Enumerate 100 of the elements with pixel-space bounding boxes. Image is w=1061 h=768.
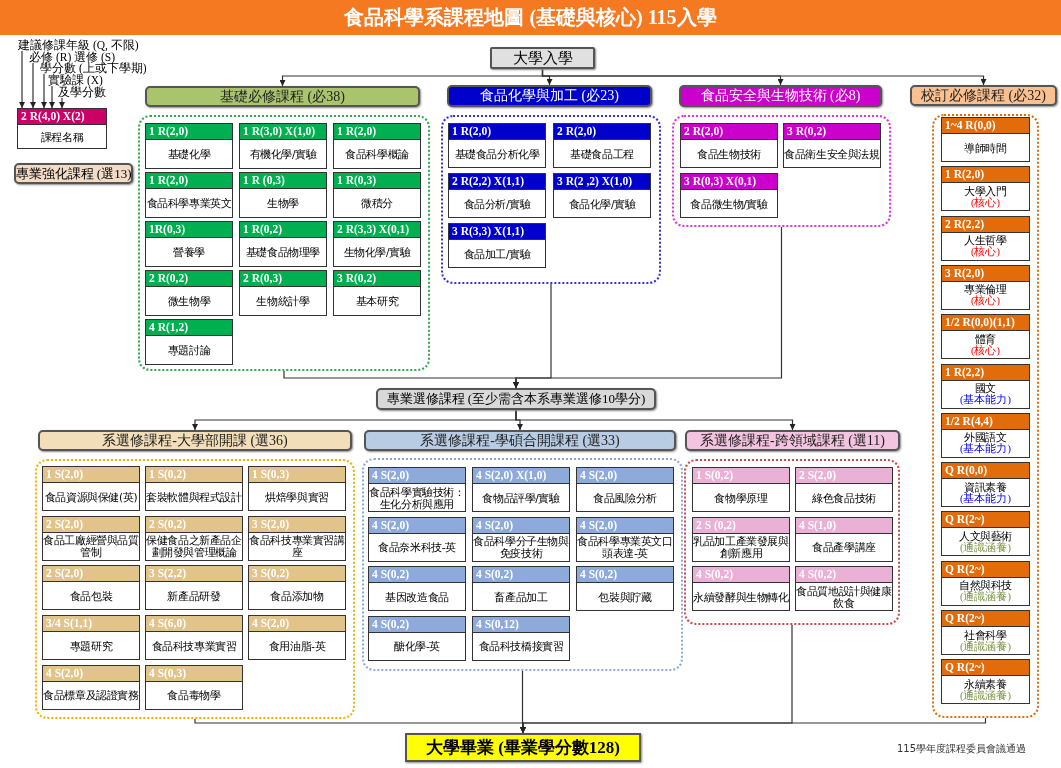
course-code-header: 2 S (0,2) — [693, 517, 789, 534]
course-code-header: 4 S(2,0) X(1,0) — [473, 468, 569, 484]
course-code-header: 2 R(2,0) — [554, 124, 650, 140]
course-name: 畜產品加工 — [494, 590, 548, 603]
course-card — [680, 123, 778, 168]
course-code-header: 1 S(0,2) — [693, 468, 789, 484]
course-code-header: 4 S(0,2) — [693, 567, 789, 583]
course-code-header: 3 R(0,3) X(0,1) — [681, 174, 777, 190]
course-card — [795, 516, 893, 562]
annotation-text: 必修 (R) 選修 (S) — [29, 51, 115, 63]
course-code-header: 1/2 R(0,0)(1,1) — [942, 315, 1029, 332]
course-card — [248, 515, 346, 561]
course-name: 永續素養 — [964, 677, 1007, 690]
course-name: 醣化學-英 — [394, 640, 440, 652]
connector-arrow — [30, 62, 36, 109]
course-code-header: 4 S(2,0) — [43, 665, 139, 682]
course-name: 基礎食品物理學 — [245, 246, 321, 258]
course-category-tag: (通識涵養) — [960, 640, 1011, 653]
course-card — [576, 516, 674, 562]
course-card — [42, 466, 140, 511]
course-name: 食品科技橋接實習 — [478, 640, 564, 652]
course-name: 基本研究 — [355, 295, 399, 307]
course-name: 食品科學概論 — [345, 148, 409, 160]
course-card — [448, 173, 546, 218]
group-heading: 基礎必修課程 (必38) — [145, 86, 420, 107]
course-name: 自然與科技 — [959, 579, 1012, 592]
course-card — [680, 173, 778, 218]
course-card — [145, 172, 233, 218]
course-code-header: 1 R(2,0) — [334, 124, 420, 140]
course-code-header: Q R(2~) — [942, 660, 1029, 677]
course-code-header: 3 S(0,2) — [249, 566, 345, 583]
course-name: 保健食品之新產品企劃開發與管理概論 — [146, 534, 242, 559]
course-card — [17, 108, 107, 149]
course-card — [145, 466, 243, 511]
course-code-header: Q R(0,0) — [942, 463, 1029, 480]
course-code-header: 4 S(0,2) — [796, 567, 892, 583]
course-card — [448, 223, 546, 268]
course-category-tag: (基本能力) — [960, 394, 1011, 406]
course-code-header: 2 R(3,3) X(0,1) — [334, 222, 420, 238]
annotation-text: 及學分數 — [58, 86, 106, 98]
course-code-header: 4 S(6,0) — [146, 616, 242, 633]
course-category-tag: (核心) — [971, 196, 1000, 209]
course-name: 食品衛生安全與法規 — [784, 147, 880, 160]
connector-arrow — [541, 68, 987, 86]
course-code-header: 4 S(2,0) — [473, 517, 569, 534]
course-code-header: Q R(2~) — [942, 512, 1029, 529]
course-code-header: Q R(2~) — [942, 611, 1029, 627]
course-name: 食品標章及認證實務 — [43, 689, 139, 702]
course-category-tag: (核心) — [971, 344, 1000, 357]
course-name: 食品科學專業英文 — [146, 197, 232, 209]
course-code-header: 4 S(0,3) — [146, 665, 242, 682]
connector-arrow — [520, 717, 987, 734]
course-name: 體育 — [974, 332, 997, 345]
course-card — [333, 270, 421, 316]
course-name: 永續發酵與生物轉化 — [693, 590, 789, 603]
course-code-header: 3 S(2,2) — [146, 566, 242, 583]
course-card — [145, 319, 233, 365]
course-card — [368, 467, 466, 512]
course-code-header: 2 S(2,0) — [43, 566, 139, 583]
course-name: 食品奈米科技-英 — [378, 541, 456, 553]
course-name: 食物學原理 — [714, 491, 768, 504]
course-card — [42, 615, 140, 661]
course-name: 微積分 — [361, 197, 393, 209]
course-category-tag: (核心) — [971, 295, 1000, 308]
course-name: 生物化學/實驗 — [343, 246, 411, 258]
course-category-tag: (通識涵養) — [960, 689, 1011, 702]
course-code-header: 4 S(2,0) — [577, 517, 673, 534]
approval-note: 115學年度課程委員會議通過 — [897, 742, 1027, 756]
course-name: 基礎化學 — [167, 148, 211, 160]
course-name: 基礎食品分析化學 — [454, 147, 540, 160]
course-name: 導師時間 — [964, 141, 1007, 154]
connector-arrow — [49, 85, 55, 109]
course-card — [941, 610, 1030, 655]
course-card — [248, 565, 346, 611]
course-card — [941, 462, 1030, 508]
course-name: 食品生物技術 — [697, 147, 761, 160]
course-card — [239, 221, 327, 267]
course-card — [368, 566, 466, 611]
course-code-header: 1~4 R(0,0) — [942, 118, 1029, 134]
connector-arrow — [513, 226, 783, 389]
course-name: 專題研究 — [69, 639, 113, 652]
course-code-header: 4 S(0,2) — [577, 567, 673, 583]
course-name: 微生物學 — [167, 295, 211, 307]
course-name: 食品風險分析 — [593, 491, 657, 504]
course-code-header: 3 R(2 ,2) X(1,0) — [554, 174, 650, 190]
connector-arrow — [19, 50, 25, 109]
course-name: 國文 — [974, 382, 997, 394]
course-name: 外國語文 — [964, 431, 1007, 444]
course-name: 食品工廠經營與品質管制 — [43, 534, 139, 559]
course-card — [553, 173, 651, 218]
course-name: 專業倫理 — [964, 283, 1007, 296]
course-category-tag: (核心) — [971, 246, 1000, 259]
course-name: 食品化學/實驗 — [568, 197, 636, 210]
course-card — [145, 270, 233, 316]
title-banner: 食品科學系課程地圖 (基礎與核心) 115入學 — [0, 0, 1061, 35]
course-code-header: 4 S(0,2) — [369, 567, 465, 583]
course-name: 食品科學分子生物與免疫技術 — [473, 535, 569, 559]
course-card — [248, 466, 346, 511]
course-card — [941, 412, 1030, 458]
course-name: 食品科技專業實習 — [151, 639, 237, 652]
